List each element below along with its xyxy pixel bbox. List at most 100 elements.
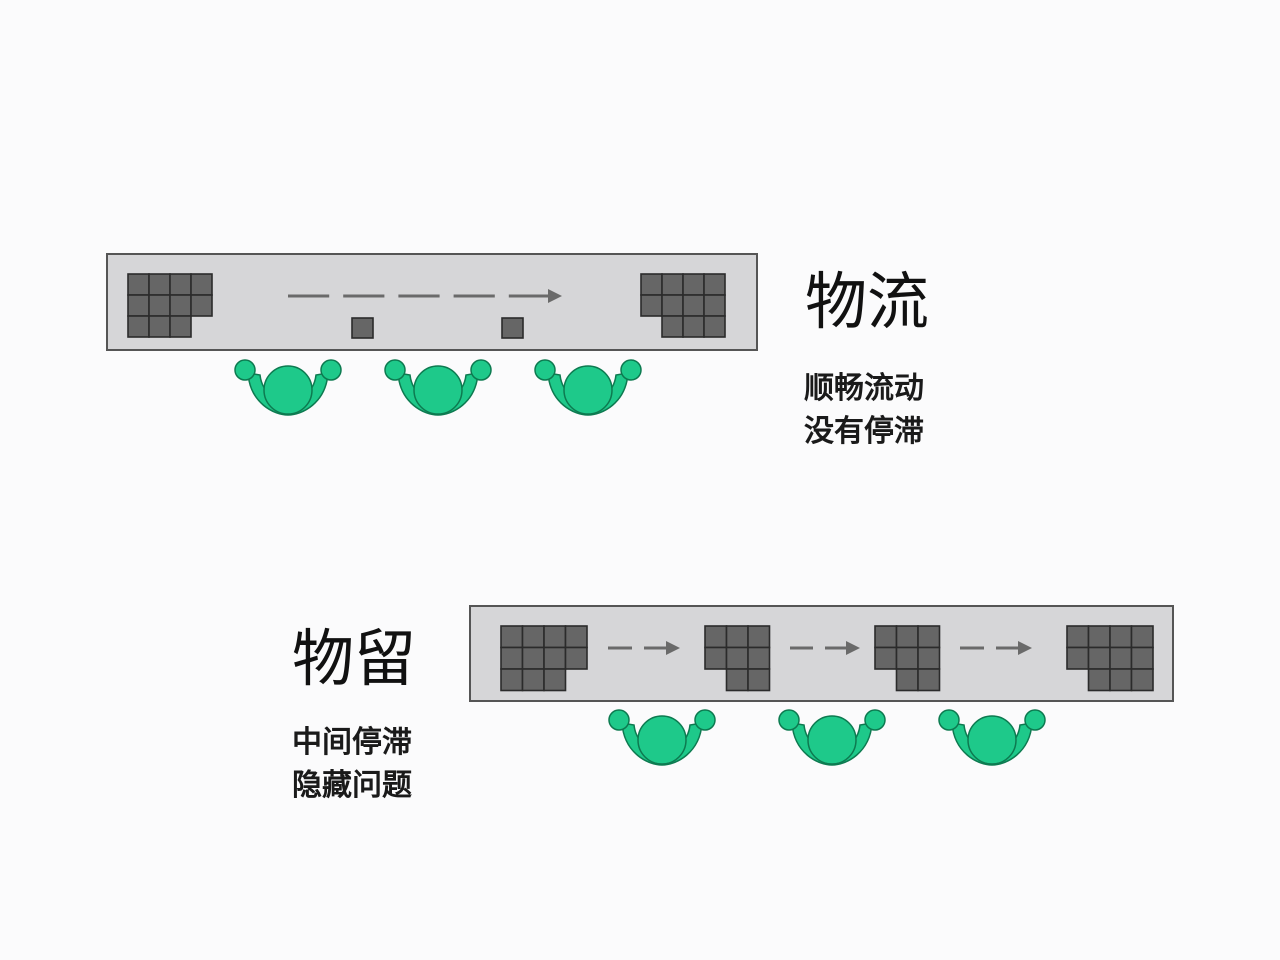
- worker-head: [413, 365, 463, 415]
- inventory-cell: [747, 646, 771, 670]
- inventory-cell: [874, 625, 898, 649]
- worker-hand-left: [938, 709, 960, 731]
- inventory-cell: [661, 294, 684, 317]
- inventory-block-icon: [500, 625, 588, 692]
- inventory-cell: [564, 625, 588, 649]
- worker-hand-right: [864, 709, 886, 731]
- inventory-cell: [682, 315, 705, 338]
- arrow-right-icon: [608, 641, 680, 655]
- inventory-cell: [1130, 625, 1154, 649]
- inventory-cell: [640, 294, 663, 317]
- inventory-cell: [747, 625, 771, 649]
- top-title: 物流: [805, 265, 929, 338]
- inventory-block-icon: [640, 273, 726, 338]
- worker-head: [563, 365, 613, 415]
- inventory-cell: [1087, 668, 1111, 692]
- inventory-cell: [500, 625, 524, 649]
- inventory-cell: [703, 315, 726, 338]
- worker-icon: [938, 709, 1046, 766]
- arrow-head: [666, 641, 680, 655]
- inventory-cell: [682, 273, 705, 296]
- bottom-workers: [608, 709, 1046, 766]
- inventory-cell: [725, 646, 749, 670]
- inventory-cell: [169, 294, 192, 317]
- arrow-right-icon: [288, 289, 562, 303]
- worker-hand-left: [608, 709, 630, 731]
- inventory-cell: [1109, 668, 1133, 692]
- worker-hand-left: [778, 709, 800, 731]
- worker-hand-right: [470, 359, 492, 381]
- inventory-cell: [564, 646, 588, 670]
- inventory-cell: [1109, 625, 1133, 649]
- top-workers: [234, 359, 642, 416]
- inventory-cell: [725, 668, 749, 692]
- bottom-title: 物留: [292, 622, 416, 695]
- inventory-cell: [703, 294, 726, 317]
- inventory-cell: [704, 625, 728, 649]
- inventory-cell: [895, 625, 919, 649]
- inventory-cell: [190, 273, 213, 296]
- inventory-cell: [543, 646, 567, 670]
- bottom-caption-line-1: 中间停滞: [292, 725, 412, 760]
- top-conveyor-content: [127, 273, 726, 339]
- worker-hand-right: [620, 359, 642, 381]
- inventory-cell: [682, 294, 705, 317]
- worker-head: [967, 715, 1017, 765]
- arrow-head: [548, 289, 562, 303]
- inventory-cell: [148, 294, 171, 317]
- arrow-head: [846, 641, 860, 655]
- worker-icon: [608, 709, 716, 766]
- worker-head: [263, 365, 313, 415]
- arrow-right-icon: [790, 641, 860, 655]
- inventory-cell: [874, 646, 898, 670]
- inventory-cell: [895, 668, 919, 692]
- inventory-cell: [1087, 646, 1111, 670]
- inventory-block-icon: [874, 625, 941, 692]
- inventory-cell: [640, 273, 663, 296]
- inventory-cell: [1087, 625, 1111, 649]
- worker-hand-left: [384, 359, 406, 381]
- smooth-flow-section: 物流 顺畅流动 没有停滞: [106, 253, 929, 449]
- inventory-block-icon: [1066, 625, 1154, 692]
- inventory-cell: [169, 273, 192, 296]
- inventory-cell: [1066, 625, 1090, 649]
- inventory-cell: [543, 668, 567, 692]
- inventory-block-icon: [704, 625, 771, 692]
- stagnation-section: 物留 中间停滞 隐藏问题: [292, 605, 1174, 803]
- worker-hand-right: [694, 709, 716, 731]
- worker-icon: [778, 709, 886, 766]
- inventory-block-icon: [127, 273, 213, 338]
- inventory-cell: [500, 668, 524, 692]
- inventory-cell: [703, 273, 726, 296]
- worker-hand-left: [534, 359, 556, 381]
- worker-hand-left: [234, 359, 256, 381]
- inventory-cell: [704, 646, 728, 670]
- inventory-cell: [169, 315, 192, 338]
- inventory-cell: [521, 668, 545, 692]
- arrow-right-icon: [960, 641, 1032, 655]
- inventory-cell: [543, 625, 567, 649]
- worker-hand-right: [320, 359, 342, 381]
- worker-hand-right: [1024, 709, 1046, 731]
- inventory-cell: [661, 315, 684, 338]
- inventory-cell: [127, 273, 150, 296]
- inventory-cell: [895, 646, 919, 670]
- inventory-cell: [661, 273, 684, 296]
- single-item: [351, 317, 374, 339]
- arrow-head: [1018, 641, 1032, 655]
- inventory-cell: [1066, 646, 1090, 670]
- top-caption-line-2: 没有停滞: [804, 414, 924, 449]
- single-item: [501, 317, 524, 339]
- inventory-cell: [1130, 646, 1154, 670]
- inventory-cell: [190, 294, 213, 317]
- inventory-cell: [521, 625, 545, 649]
- inventory-cell: [1109, 646, 1133, 670]
- inventory-cell: [917, 646, 941, 670]
- inventory-cell: [917, 625, 941, 649]
- bottom-conveyor-content: [500, 625, 1154, 692]
- worker-icon: [234, 359, 342, 416]
- bottom-caption-line-2: 隐藏问题: [292, 768, 412, 803]
- inventory-cell: [127, 294, 150, 317]
- worker-icon: [384, 359, 492, 416]
